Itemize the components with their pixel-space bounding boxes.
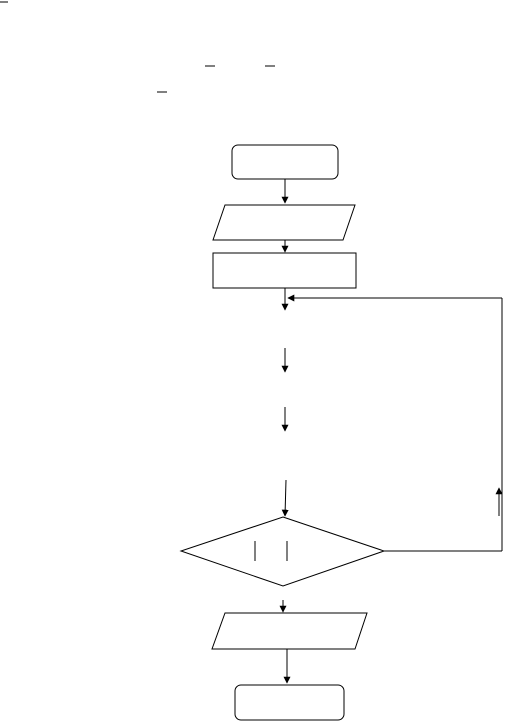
condition-diamond <box>179 516 386 587</box>
input-parallelogram <box>212 204 356 241</box>
start-terminal <box>231 144 339 180</box>
end-terminal <box>234 684 345 721</box>
arrow-step3-to-condition <box>281 479 289 517</box>
init-process-box <box>212 252 357 289</box>
output-parallelogram <box>211 612 368 650</box>
